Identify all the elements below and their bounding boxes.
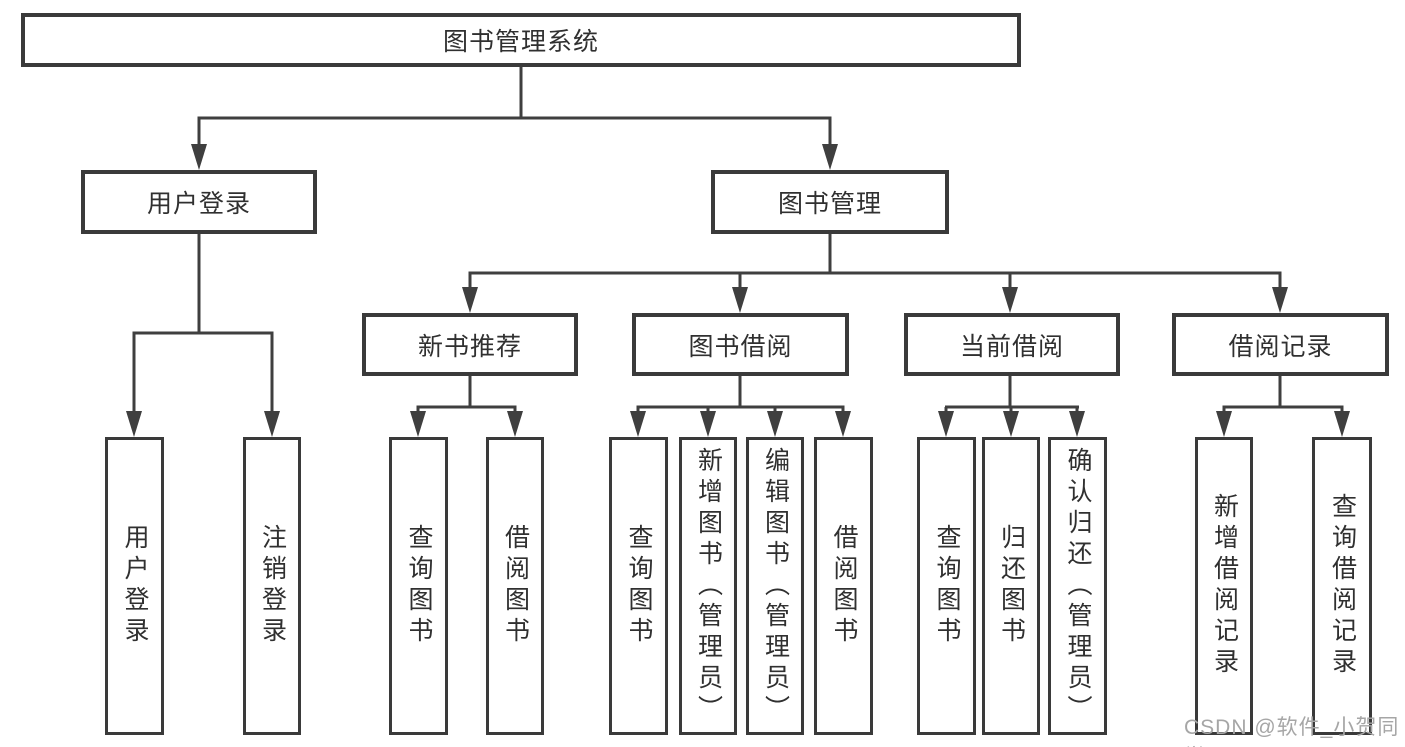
leaf-borrowing-borrow-books: 借阅图书 xyxy=(814,437,873,735)
leaf-records-query-record: 查询借阅记录 xyxy=(1312,437,1372,735)
leaf-logout: 注销登录 xyxy=(243,437,301,735)
leaf-recommend-borrow-books: 借阅图书 xyxy=(486,437,544,735)
node-book-management: 图书管理 xyxy=(711,170,949,234)
leaf-current-query-books: 查询图书 xyxy=(917,437,976,735)
arrowheads xyxy=(126,144,1350,437)
leaf-recommend-query-books: 查询图书 xyxy=(389,437,448,735)
leaf-current-return-books: 归还图书 xyxy=(982,437,1040,735)
leaf-borrowing-query-books: 查询图书 xyxy=(609,437,668,735)
leaf-borrowing-add-books-admin: 新增图书（管理员） xyxy=(679,437,737,735)
node-borrowing-records: 借阅记录 xyxy=(1172,313,1389,376)
node-new-book-recommend: 新书推荐 xyxy=(362,313,578,376)
leaf-current-confirm-return-admin: 确认归还（管理员） xyxy=(1048,437,1107,735)
leaf-records-add-record: 新增借阅记录 xyxy=(1195,437,1253,735)
node-current-borrowing: 当前借阅 xyxy=(904,313,1120,376)
node-root: 图书管理系统 xyxy=(21,13,1021,67)
leaf-borrowing-edit-books-admin: 编辑图书（管理员） xyxy=(746,437,804,735)
watermark: CSDN @软件_小贺同学 xyxy=(1184,716,1400,747)
leaf-user-login: 用户登录 xyxy=(105,437,164,735)
node-user-login: 用户登录 xyxy=(81,170,317,234)
node-book-borrowing: 图书借阅 xyxy=(632,313,849,376)
